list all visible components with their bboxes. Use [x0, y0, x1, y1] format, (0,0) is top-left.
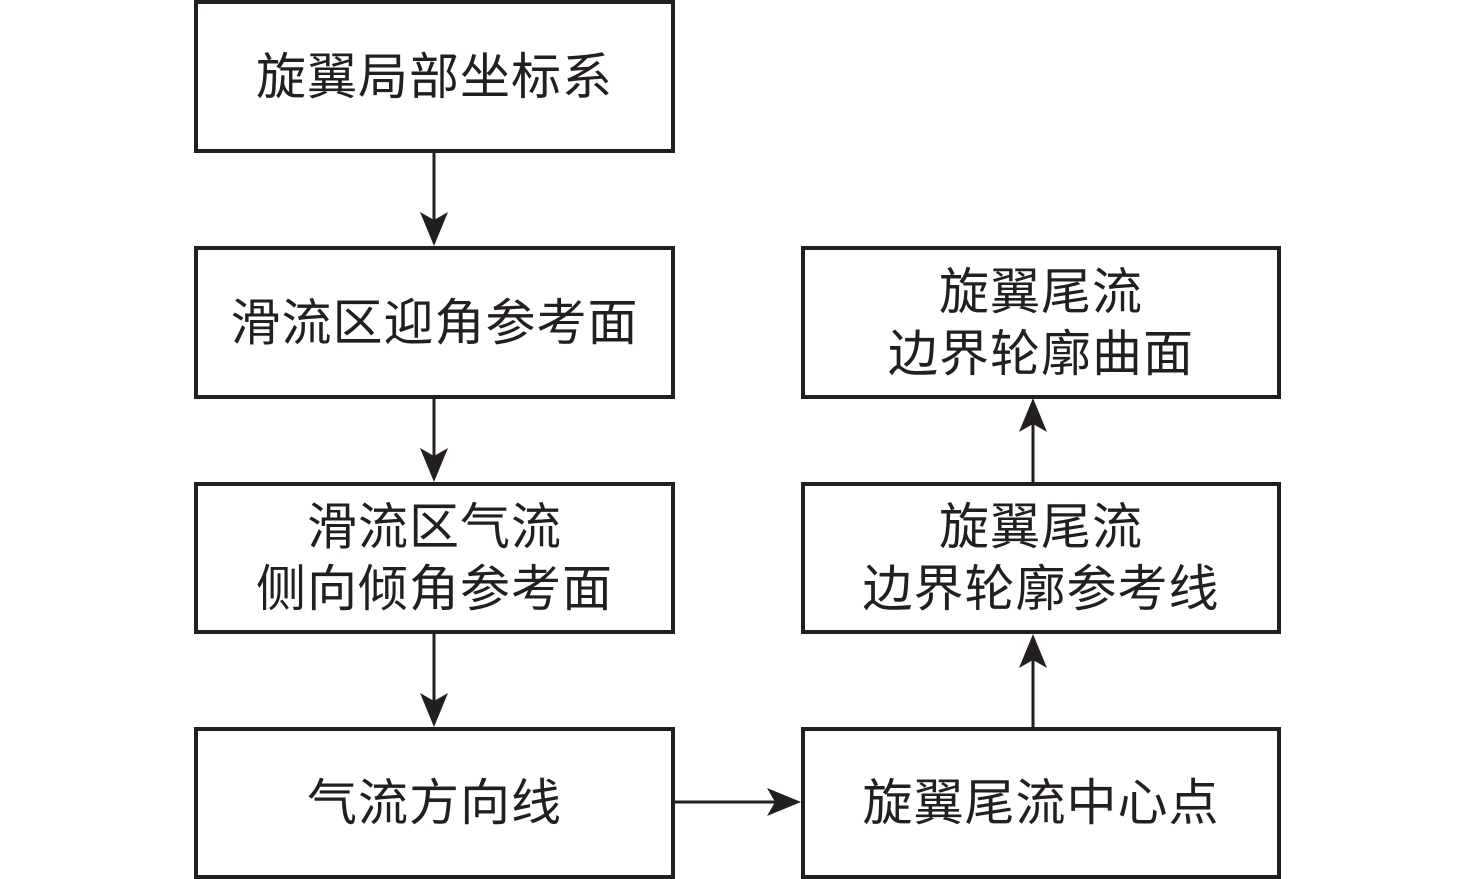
node-label-line: 旋翼尾流: [939, 498, 1143, 556]
node-local-coordinate-system: 旋翼局部坐标系: [194, 0, 675, 153]
node-label-line: 旋翼尾流中心点: [862, 774, 1220, 832]
node-label-line: 边界轮廓曲面: [888, 324, 1194, 383]
arrowhead-airflow-to-center: [767, 788, 801, 816]
node-slipstream-aoa-reference-plane: 滑流区迎角参考面: [194, 246, 675, 399]
arrowhead-aoa-to-side: [420, 448, 448, 482]
node-label-line: 侧向倾角参考面: [256, 560, 613, 618]
node-slipstream-side-inclination-plane: 滑流区气流 侧向倾角参考面: [194, 482, 675, 634]
arrowhead-coord-to-aoa: [420, 212, 448, 246]
node-wake-boundary-reference-line: 旋翼尾流 边界轮廓参考线: [801, 482, 1281, 634]
arrowhead-refline-to-surface: [1019, 398, 1047, 432]
node-airflow-direction-line: 气流方向线: [194, 727, 675, 879]
node-label-line: 旋翼局部坐标系: [256, 47, 613, 106]
arrowhead-side-to-airflow: [420, 693, 448, 727]
node-label-line: 滑流区迎角参考面: [230, 293, 639, 352]
node-label-line: 旋翼尾流: [939, 262, 1143, 321]
arrowhead-center-to-refline: [1019, 634, 1047, 668]
node-label-line: 滑流区气流: [307, 498, 562, 556]
node-wake-boundary-surface: 旋翼尾流 边界轮廓曲面: [801, 246, 1281, 399]
node-label-line: 气流方向线: [307, 774, 562, 832]
node-wake-center-point: 旋翼尾流中心点: [801, 727, 1281, 879]
node-label-line: 边界轮廓参考线: [862, 560, 1220, 618]
